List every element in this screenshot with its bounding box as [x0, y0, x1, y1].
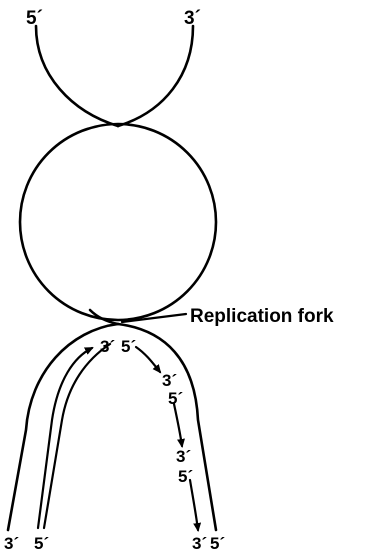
replication-fork-label: Replication fork — [190, 306, 334, 327]
label-top-left-5prime: 5´ — [26, 8, 43, 29]
lagging-fragment-1 — [134, 345, 162, 374]
label-bottom-right-3prime: 3´ — [192, 534, 207, 553]
leading-inner-strand — [42, 342, 112, 530]
parental-outer-left — [6, 322, 120, 532]
parental-outer-right — [116, 322, 218, 532]
lagging-fragment-2 — [172, 402, 185, 448]
fork-pointer-line — [120, 312, 188, 324]
leading-strand — [36, 346, 94, 530]
label-fork-5prime: 5´ — [121, 337, 136, 356]
label-mid2-3prime: 3´ — [176, 447, 191, 466]
label-mid2-5prime: 5´ — [178, 467, 193, 486]
label-bottom-left-5prime: 5´ — [34, 534, 49, 553]
replication-bubble — [18, 122, 218, 322]
label-top-right-3prime: 3´ — [184, 8, 201, 29]
label-mid1-3prime: 3´ — [162, 371, 177, 390]
label-fork-3prime: 3´ — [100, 337, 115, 356]
label-bottom-right-5prime: 5´ — [210, 534, 225, 553]
top-left-strand — [34, 24, 120, 128]
top-right-strand — [116, 24, 195, 128]
label-mid1-5prime: 5´ — [168, 389, 183, 408]
label-bottom-left-3prime: 3´ — [4, 534, 19, 553]
lagging-fragment-3 — [188, 478, 202, 532]
